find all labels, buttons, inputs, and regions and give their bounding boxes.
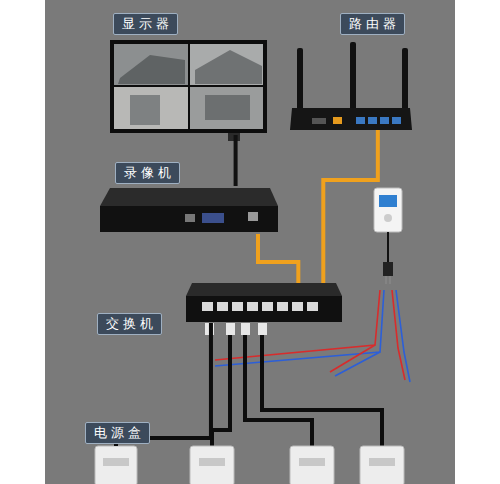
router-drawing (290, 42, 412, 130)
cable-connector (258, 234, 298, 283)
device-label: 电源盒 (85, 422, 150, 444)
network-plugs (205, 323, 267, 335)
power-box-drawing (95, 446, 404, 484)
device-node: 路由器 (290, 45, 412, 130)
cable-connector (323, 130, 378, 283)
device-label: 路由器 (340, 13, 405, 35)
cable-connector (234, 135, 238, 186)
device-node: 电源盒 (95, 446, 137, 484)
device-node: 交换机 (186, 283, 342, 323)
monitor-drawing (110, 40, 267, 141)
switch-drawing (186, 283, 342, 322)
device-label: 交换机 (97, 313, 162, 335)
device-label: 显示器 (113, 13, 178, 35)
nvr-drawing (100, 188, 278, 232)
power-outlet-drawing (374, 188, 402, 284)
device-node: 显示器 (110, 40, 267, 135)
network-cables (212, 323, 382, 448)
device-node: 录像机 (100, 186, 278, 234)
background-panel (45, 0, 455, 484)
device-label: 录像机 (115, 162, 180, 184)
